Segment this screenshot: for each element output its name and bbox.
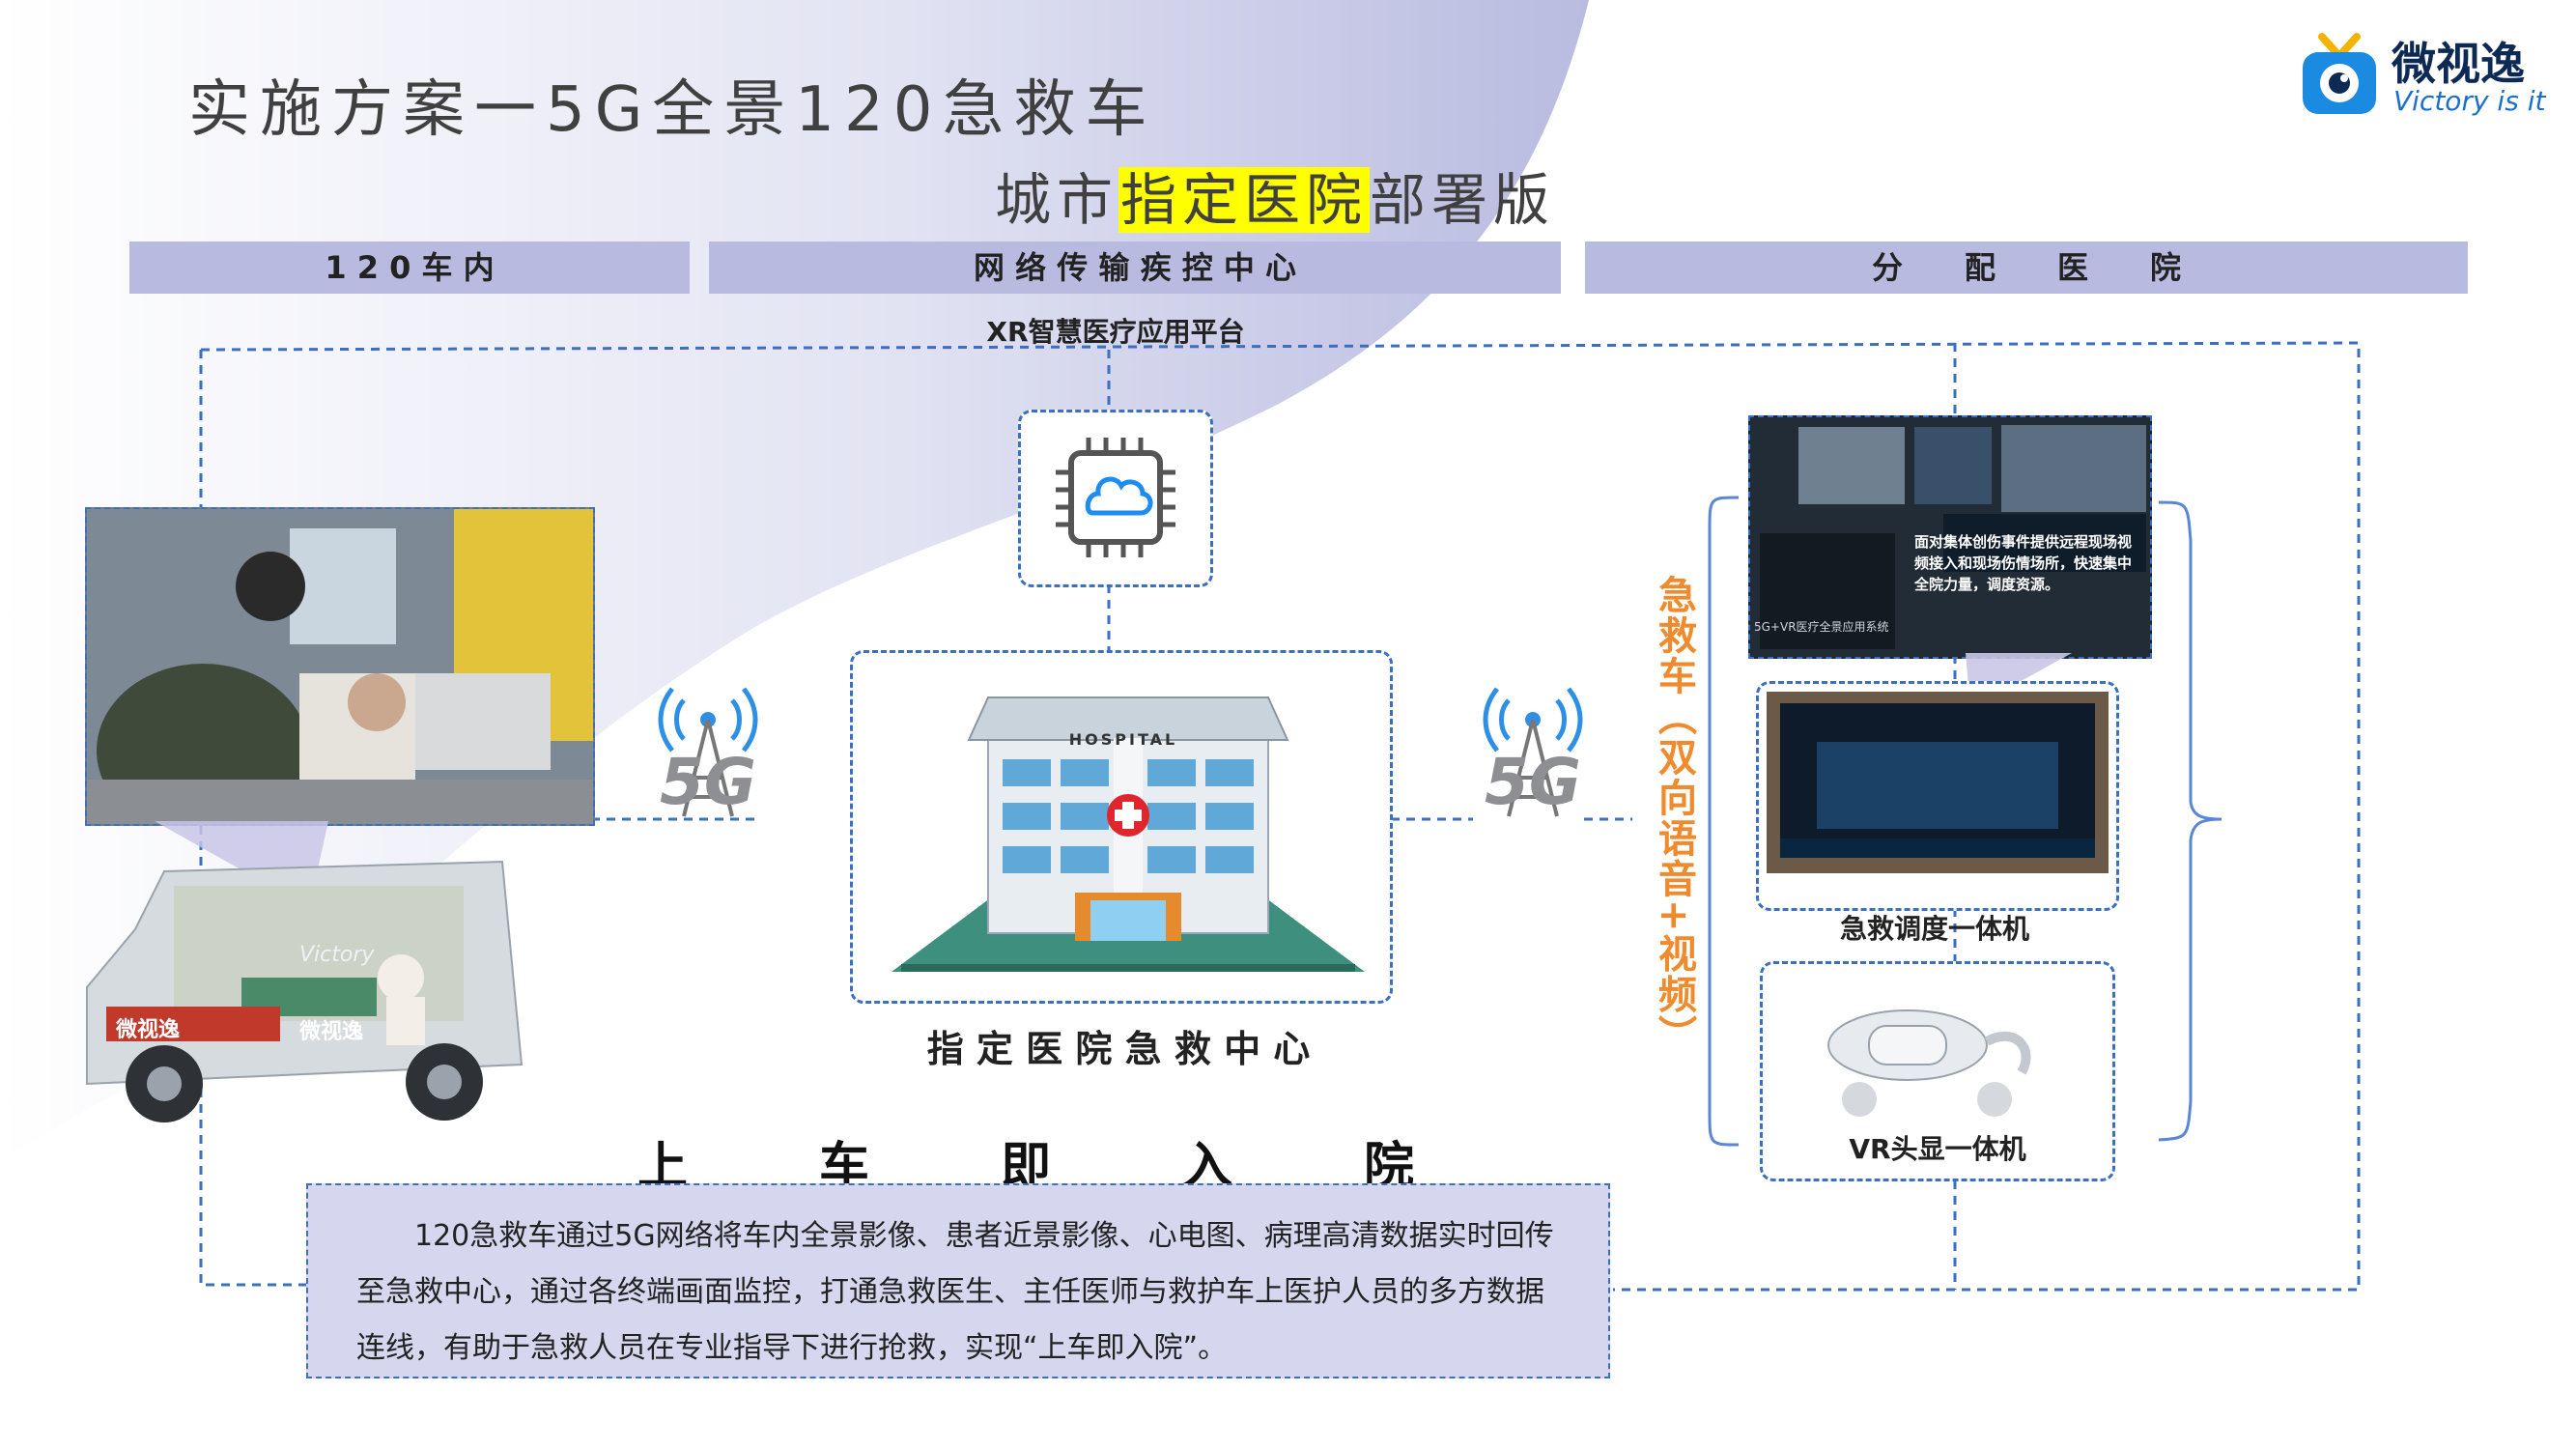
ambulance-illustration: 微视逸 微视逸 Victory (48, 842, 531, 1132)
section-vehicle: 1 2 0 车 内 (129, 242, 690, 294)
5g-tower-icon-right: 5G (1470, 662, 1596, 826)
subtitle-pre: 城市 (995, 167, 1119, 233)
logo-brand: 微视逸 (2392, 38, 2525, 90)
cloud-chip-icon (1056, 438, 1175, 557)
hospital-building-icon (892, 696, 1365, 972)
5g-badge-right: 5G (1484, 745, 1582, 819)
page-title: 实施方案一5G全景120急救车 (188, 74, 1157, 146)
5g-badge-left: 5G (659, 745, 757, 819)
ambulance-interior-photo (85, 507, 595, 826)
5g-tower-icon: 5G (645, 662, 771, 826)
subtitle-post: 部署版 (1370, 167, 1556, 233)
ambulance-brand-overlay: 微视逸 (299, 1020, 364, 1044)
description-box: 120急救车通过5G网络将车内全景影像、患者近景影像、心电图、病理高清数据实时回… (306, 1183, 1610, 1378)
brackets (1708, 496, 2222, 1147)
platform-label: XR智慧医疗应用平台 (986, 316, 1245, 348)
command-center-photo: 面对集体创伤事件提供远程现场视频接入和现场伤情场所，快速集中全院力量，调度资源。… (1748, 415, 2152, 659)
page-subtitle: 城市指定医院部署版 (995, 155, 1555, 236)
vr-headset-icon (1827, 1009, 2031, 1117)
hospital-sign: HOSPITAL (1068, 730, 1178, 749)
section-hospital: 分 配 医 院 (1585, 242, 2468, 294)
hospital-caption: 指 定 医 院 急 救 中 心 (926, 1028, 1311, 1070)
vr-headset-box: VR头显一体机 (1760, 961, 2115, 1181)
ambulance-brand-sub: Victory (299, 943, 375, 967)
description-text: 120急救车通过5G网络将车内全景影像、患者近景影像、心电图、病理高清数据实时回… (356, 1219, 1554, 1365)
dispatch-label: 急救调度一体机 (1839, 913, 2029, 945)
monitor-icon (1750, 417, 2150, 657)
logo-tv-icon (2301, 29, 2378, 118)
logo-slogan: Victory is it (2393, 85, 2546, 117)
ambulance-icon (86, 860, 524, 1122)
section-network: 网 络 传 输 疾 控 中 心 (709, 242, 1561, 294)
hospital-box: HOSPITAL (850, 650, 1393, 1004)
ambulance-brand: 微视逸 (116, 1018, 181, 1042)
vr-label: VR头显一体机 (1849, 1133, 2026, 1165)
cloud-platform-box (1018, 410, 1213, 587)
dispatch-terminal-box (1756, 681, 2119, 911)
screen-footer: 5G+VR医疗全景应用系统 (1754, 620, 1889, 634)
subtitle-highlight: 指定医院 (1118, 167, 1371, 233)
screen-caption: 面对集体创伤事件提供远程现场视频接入和现场伤情场所，快速集中全院力量，调度资源。 (1914, 533, 2133, 593)
two-way-label: 急救车（双向语音+视频） (1652, 575, 1696, 1056)
connection-lines (199, 341, 2361, 1292)
